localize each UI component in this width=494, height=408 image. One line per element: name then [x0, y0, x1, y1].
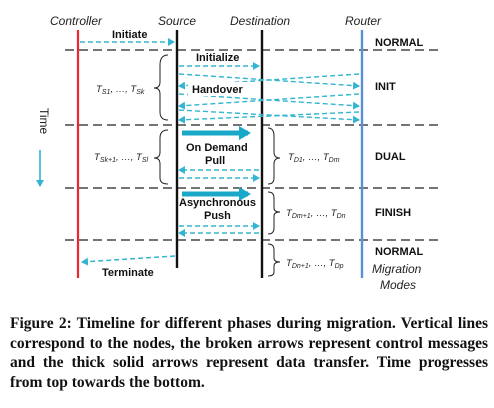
source-task-set-init: TS1, …, TSk: [96, 84, 145, 96]
initialize-label: Initialize: [196, 52, 239, 64]
destination-task-set-dual: TD1, …, TDm: [288, 152, 340, 164]
phase-label-dual: DUAL: [375, 151, 406, 163]
control-message-arrow: [178, 109, 360, 124]
phase-label-normal: NORMAL: [375, 246, 424, 258]
migration-timeline-diagram: Controller Source Destination Router Tim…: [36, 14, 440, 292]
control-message-arrow: [178, 111, 360, 124]
handover-label-bg: [188, 82, 256, 96]
figure-caption: Figure 2: Timeline for different phases …: [10, 315, 488, 391]
asynchronous-label: Asynchronous: [179, 197, 256, 209]
destination-brace: [267, 243, 281, 277]
on-demand-label: On Demand: [186, 142, 248, 154]
destination-header: Destination: [230, 14, 290, 28]
handover-label: Handover: [192, 84, 243, 96]
phase-label-finish: FINISH: [375, 207, 411, 219]
migration-modes-label: Modes: [380, 278, 416, 292]
source-brace: [153, 54, 169, 121]
control-message-arrow: [178, 73, 360, 90]
migration-modes-label: Migration: [372, 262, 422, 276]
initiate-label: Initiate: [112, 29, 147, 41]
destination-brace: [267, 191, 281, 235]
pull-label: Pull: [205, 155, 225, 167]
destination-brace: [267, 127, 281, 185]
controller-header: Controller: [50, 14, 103, 28]
control-message-arrow: [178, 93, 360, 110]
terminate-label: Terminate: [102, 267, 154, 279]
terminate-arrow: [81, 255, 176, 266]
push-label: Push: [204, 210, 231, 222]
phase-label-normal: NORMAL: [375, 37, 424, 49]
source-brace: [153, 129, 169, 185]
router-header: Router: [345, 14, 382, 28]
destination-task-set-normal: TDn+1, …, TDp: [286, 258, 344, 270]
phase-label-init: INIT: [375, 81, 396, 93]
destination-task-set-finish: TDm+1, …, TDn: [286, 208, 346, 220]
time-axis-label: Time: [37, 108, 51, 135]
source-task-set-dual: TSk+1, …, TSl: [94, 152, 149, 164]
source-header: Source: [158, 14, 196, 28]
